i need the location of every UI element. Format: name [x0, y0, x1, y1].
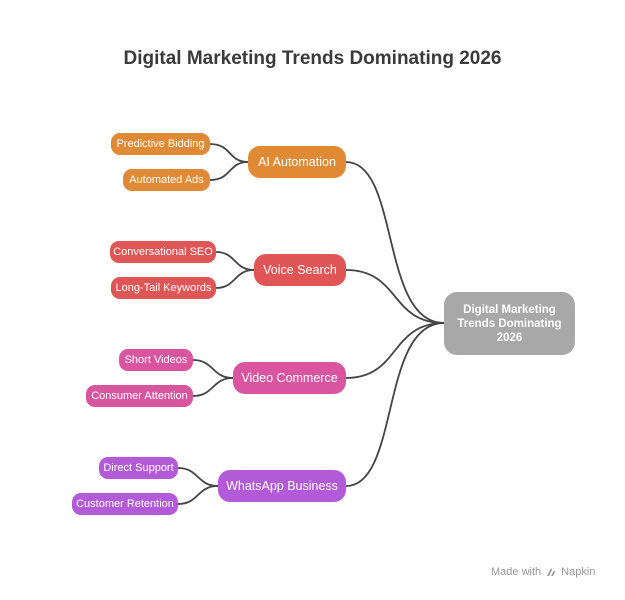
brand-label: Napkin [561, 566, 596, 578]
branch-label: WhatsApp Business [226, 479, 338, 493]
connector-conversational-seo [215, 251, 255, 271]
leaf-automated-ads: Automated Ads [123, 169, 210, 191]
branch-video-commerce: Video Commerce [233, 362, 346, 394]
branch-ai-automation: AI Automation [248, 146, 346, 178]
leaf-label: Conversational SEO [113, 246, 213, 258]
connector-automated-ads [209, 161, 249, 181]
leaf-label: Predictive Bidding [116, 138, 205, 150]
branch-voice-search: Voice Search [254, 254, 346, 286]
connector-short-videos [192, 359, 234, 379]
connector-customer-retention [177, 485, 219, 505]
connector-consumer-attention [192, 377, 234, 397]
branch-label: AI Automation [258, 155, 336, 169]
leaf-predictive-bidding: Predictive Bidding [111, 133, 210, 155]
leaf-conversational-seo: Conversational SEO [110, 241, 216, 263]
branch-label: Video Commerce [241, 371, 338, 385]
branch-label: Voice Search [263, 263, 337, 277]
root-node: Digital Marketing Trends Dominating 2026 [444, 292, 575, 355]
made-with-label: Made with [491, 566, 542, 578]
connector-voice-search [345, 269, 445, 324]
root-label: Digital Marketing Trends Dominating 2026 [457, 303, 562, 344]
leaf-label: Long-Tail Keywords [115, 282, 212, 294]
leaf-consumer-attention: Consumer Attention [86, 385, 193, 407]
leaf-long-tail-keywords: Long-Tail Keywords [111, 277, 216, 299]
connector-predictive-bidding [209, 143, 249, 163]
leaf-direct-support: Direct Support [99, 457, 178, 479]
branch-whatsapp-business: WhatsApp Business [218, 470, 346, 502]
connector-whatsapp-business [345, 322, 445, 487]
connector-direct-support [177, 467, 219, 487]
leaf-label: Direct Support [103, 462, 174, 474]
connector-video-commerce [345, 322, 445, 379]
leaf-short-videos: Short Videos [119, 349, 193, 371]
napkin-logo-icon [547, 568, 556, 576]
page-title: Digital Marketing Trends Dominating 2026 [123, 48, 502, 69]
leaf-label: Consumer Attention [91, 390, 188, 402]
connector-ai-automation [345, 161, 445, 324]
connector-long-tail-keywords [215, 269, 255, 289]
leaf-label: Short Videos [124, 354, 188, 366]
leaf-label: Customer Retention [76, 498, 174, 510]
leaf-label: Automated Ads [129, 174, 204, 186]
leaf-customer-retention: Customer Retention [72, 493, 178, 515]
napkin-watermark: Made with Napkin [491, 566, 595, 578]
